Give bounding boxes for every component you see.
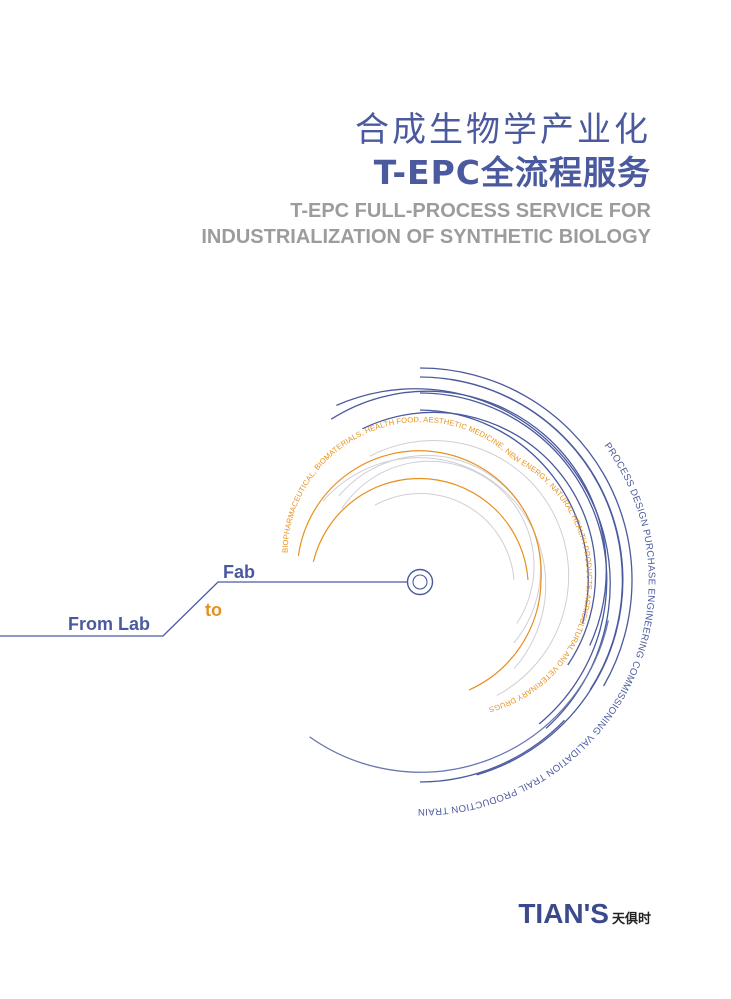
logo-wordmark: TIAN'S xyxy=(518,898,609,929)
target-outer-ring xyxy=(406,568,434,596)
company-logo: TIAN'S 天俱时 xyxy=(518,898,651,930)
center-target xyxy=(406,568,434,596)
lab-to-fab-diagram: From Lab to Fab BIOPHARMACEUTICAL, BIOMA… xyxy=(0,360,656,817)
ring-gray-1 xyxy=(374,493,515,581)
ring-gray-2 xyxy=(341,460,535,624)
ring-gray-3 xyxy=(338,454,541,644)
title-english-line-2: INDUSTRIALIZATION OF SYNTHETIC BIOLOGY xyxy=(201,226,651,248)
blue-rings xyxy=(309,367,633,783)
lab-to-fab-path xyxy=(0,581,407,637)
ring-blue-10 xyxy=(419,719,565,783)
from-lab-label: From Lab xyxy=(68,614,150,634)
ring-blue-4 xyxy=(419,392,608,725)
ring-blue-9 xyxy=(309,620,609,773)
ring-orange-1 xyxy=(297,450,542,691)
ring-gray-5 xyxy=(369,439,570,696)
ring-blue-2 xyxy=(419,409,589,624)
ring-gray-4 xyxy=(322,457,547,669)
ring-blue-7 xyxy=(450,378,624,776)
fab-label: Fab xyxy=(223,562,255,582)
title-english: T-EPC FULL-PROCESS SERVICE FOR INDUSTRIA… xyxy=(201,198,651,250)
to-label: to xyxy=(205,600,222,620)
target-inner-ring xyxy=(412,574,428,590)
gray-rings xyxy=(322,439,570,696)
industries-arc-textpath: BIOPHARMACEUTICAL, BIOMATERIALS, HEALTH … xyxy=(281,415,594,714)
ring-blue-8 xyxy=(419,367,633,687)
ring-blue-1 xyxy=(362,411,597,666)
logo-chinese-name: 天俱时 xyxy=(611,912,651,927)
title-english-line-1: T-EPC FULL-PROCESS SERVICE FOR xyxy=(290,200,651,222)
connector-line xyxy=(0,581,407,637)
title-chinese-service: T-EPC全流程服务 xyxy=(373,153,651,192)
industries-arc-text: BIOPHARMACEUTICAL, BIOMATERIALS, HEALTH … xyxy=(281,415,594,714)
accent-rings xyxy=(297,450,542,691)
ring-blue-3 xyxy=(330,390,607,646)
ring-orange-2 xyxy=(312,477,529,581)
title-chinese: 合成生物学产业化 xyxy=(355,110,651,150)
ring-blue-5 xyxy=(336,388,611,729)
